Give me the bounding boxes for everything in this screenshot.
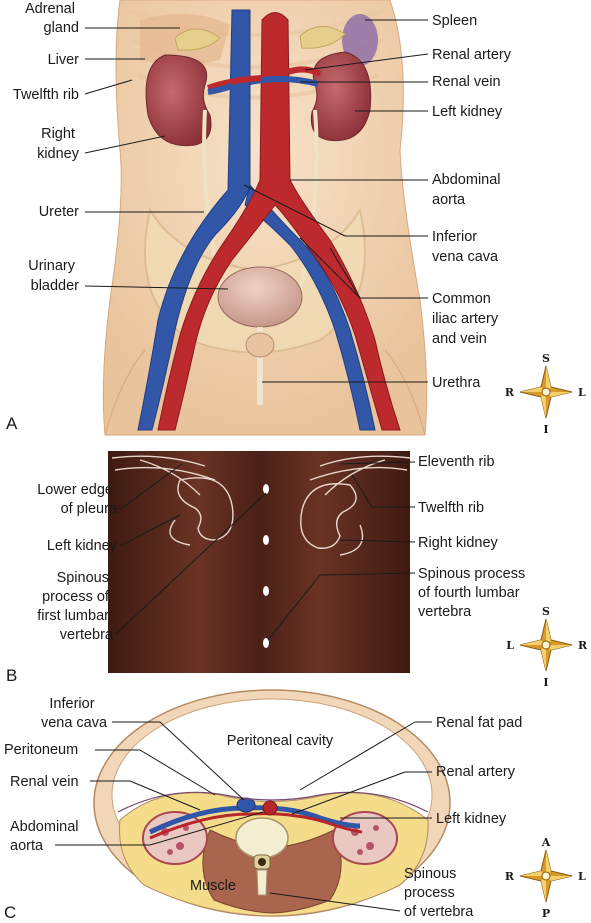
label-spinous-process-c: Spinous process of vertebra: [404, 866, 474, 920]
label-abdominal-aorta-c: Abdominal aorta: [10, 819, 83, 854]
svg-text:P: P: [542, 907, 550, 920]
panel-a-labels: Adrenal gland Liver Twelfth rib Right ki…: [6, 1, 512, 433]
label-left-kidney-c: Left kidney: [436, 811, 507, 827]
label-renal-vein: Renal vein: [432, 74, 501, 90]
label-abdominal-aorta: Abdominal aorta: [432, 172, 505, 208]
label-left-kidney-b: Left kidney: [47, 538, 118, 554]
label-right-kidney: Right kidney: [37, 126, 80, 162]
svg-text:R: R: [578, 639, 588, 652]
renal-artery-left: [287, 66, 322, 77]
svg-text:S: S: [542, 605, 550, 618]
panel-letter-c: C: [4, 903, 16, 922]
kidney-right-outline: [300, 483, 364, 556]
svg-text:I: I: [543, 676, 548, 689]
panel-letter-a: A: [6, 414, 18, 433]
panel-letter-b: B: [6, 666, 17, 685]
spinous-process-2: [263, 535, 269, 545]
svg-text:L: L: [578, 386, 586, 399]
inferior-vena-cava: [137, 9, 251, 431]
label-left-kidney: Left kidney: [432, 104, 503, 120]
label-renal-artery-c: Renal artery: [436, 764, 516, 780]
aorta-c: [262, 800, 278, 816]
compass-a: S I R L: [505, 352, 586, 436]
peritoneum-line: [117, 791, 429, 813]
urinary-bladder: [217, 266, 303, 328]
label-twelfth-rib-b: Twelfth rib: [418, 500, 484, 516]
label-spleen: Spleen: [432, 13, 477, 29]
label-peritoneal-cavity: Peritoneal cavity: [227, 733, 334, 749]
label-urethra: Urethra: [432, 375, 481, 391]
renal-artery-c: [149, 812, 363, 840]
label-adrenal-gland: Adrenal gland: [25, 1, 79, 36]
label-ureter: Ureter: [39, 204, 79, 220]
kidney-left-outline: [169, 477, 234, 546]
label-right-kidney-b: Right kidney: [418, 535, 499, 551]
adrenal-gland-right: [174, 28, 221, 51]
label-eleventh-rib: Eleventh rib: [418, 454, 495, 470]
renal-artery-right: [206, 75, 263, 91]
spleen: [342, 14, 378, 66]
panel-c: [93, 689, 451, 917]
renal-vessels-c: [148, 805, 361, 835]
label-renal-artery: Renal artery: [432, 47, 512, 63]
label-peritoneum: Peritoneum: [4, 742, 78, 758]
label-urinary-bladder: Urinary bladder: [28, 258, 79, 294]
ureter-left: [298, 109, 319, 291]
renal-vein-right: [207, 83, 233, 95]
ribs-right-outline: [309, 455, 411, 496]
svg-text:I: I: [543, 423, 548, 436]
spinous-process-4: [263, 638, 269, 648]
label-spinous-fourth: Spinous process of fourth lumbar vertebr…: [418, 566, 529, 620]
svg-text:R: R: [505, 870, 515, 883]
label-spinous-first: Spinous process of first lumbar vertebra: [37, 570, 114, 643]
vertebral-body: [235, 817, 289, 859]
svg-text:L: L: [506, 639, 514, 652]
abdominal-aorta: [157, 12, 401, 431]
thigh-lines: [104, 349, 426, 436]
panel-b-labels: Lower edge of pleura Left kidney Spinous…: [6, 454, 529, 685]
spinous-process-3: [263, 586, 269, 596]
kidney-left-c: [332, 811, 398, 865]
svg-text:S: S: [542, 352, 550, 365]
label-twelfth-rib: Twelfth rib: [13, 87, 79, 103]
label-renal-fat-pad: Renal fat pad: [436, 715, 522, 731]
adrenal-gland-left: [299, 26, 346, 49]
svg-text:A: A: [541, 836, 551, 849]
svg-text:L: L: [578, 870, 586, 883]
prostate: [245, 332, 275, 358]
label-muscle: Muscle: [190, 878, 236, 894]
panel-b: [108, 451, 411, 673]
label-lower-edge-pleura: Lower edge of pleura: [37, 482, 118, 517]
ribs-left-outline: [111, 455, 216, 496]
compass-b: S I L R: [506, 605, 588, 689]
panel-c-labels: Inferior vena cava Peritoneum Renal vein…: [4, 696, 522, 922]
ivc-c: [236, 797, 256, 813]
compass-c: A P R L: [505, 836, 586, 920]
svg-text:R: R: [505, 386, 515, 399]
panel-a: [102, 0, 428, 436]
label-renal-vein-c: Renal vein: [10, 774, 79, 790]
label-liver: Liver: [48, 52, 80, 68]
label-inferior-vena-cava: Inferior vena cava: [432, 229, 499, 265]
spinous-process-1: [263, 484, 269, 494]
spinous-process-c: [256, 869, 268, 896]
label-common-iliac: Common iliac artery and vein: [432, 291, 502, 347]
label-inferior-vena-cava-c: Inferior vena cava: [41, 696, 108, 731]
right-kidney: [145, 54, 212, 147]
